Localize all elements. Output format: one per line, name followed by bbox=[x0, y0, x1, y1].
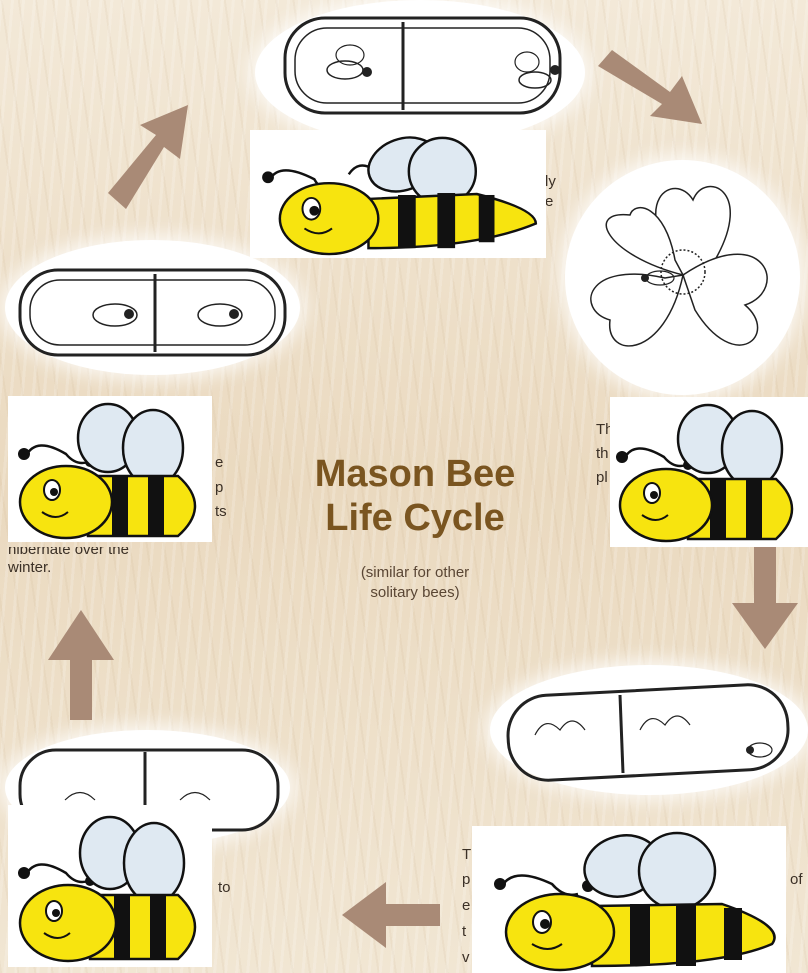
text-fragment: th bbox=[596, 444, 609, 464]
nest-tube-cocoons-icon bbox=[5, 240, 300, 375]
nest-tube-egg-laying-icon bbox=[490, 665, 808, 795]
text-fragment: ly bbox=[545, 172, 556, 192]
cycle-arrow-right-down bbox=[730, 545, 800, 650]
cartoon-bee-icon bbox=[8, 396, 212, 542]
cartoon-bee-sticker-bottom-left bbox=[8, 805, 212, 967]
stage-nest-adults-oval bbox=[255, 0, 585, 145]
cycle-arrow-bottom-left bbox=[342, 880, 440, 948]
cartoon-bee-icon bbox=[8, 805, 212, 967]
text-fragment: p bbox=[462, 870, 470, 890]
text-fragment: e bbox=[215, 453, 223, 473]
text-fragment: p bbox=[215, 478, 223, 498]
title-line-2: Life Cycle bbox=[270, 496, 560, 540]
cycle-arrow-top-left bbox=[108, 105, 190, 210]
diagram-subtitle: (similar for other solitary bees) bbox=[300, 563, 530, 603]
stage-nest-egg-oval bbox=[490, 665, 808, 795]
subtitle-line-1: (similar for other bbox=[300, 563, 530, 583]
stage-flower-oval bbox=[565, 160, 800, 395]
text-fragment: e bbox=[545, 192, 553, 212]
subtitle-line-2: solitary bees) bbox=[300, 583, 530, 603]
text-fragment: e bbox=[462, 896, 470, 916]
cycle-arrow-top-right bbox=[598, 48, 708, 126]
text-fragment: ts bbox=[215, 502, 227, 522]
cycle-arrow-left-up bbox=[48, 610, 114, 720]
title-line-1: Mason Bee bbox=[270, 452, 560, 496]
cartoon-bee-sticker-top bbox=[250, 130, 546, 258]
flower-pollination-icon bbox=[565, 160, 800, 395]
diagram-title: Mason Bee Life Cycle bbox=[270, 452, 560, 540]
text-fragment: winter. bbox=[8, 558, 51, 578]
text-fragment: of bbox=[790, 870, 803, 890]
text-fragment: T bbox=[462, 845, 471, 865]
nest-tube-adults-emerging-icon bbox=[255, 0, 585, 145]
cartoon-bee-icon bbox=[250, 130, 546, 258]
cartoon-bee-icon bbox=[472, 826, 786, 973]
cartoon-bee-sticker-right bbox=[610, 397, 808, 547]
text-fragment: pl bbox=[596, 468, 608, 488]
text-fragment: v bbox=[462, 948, 470, 968]
text-fragment: t bbox=[462, 922, 466, 942]
text-fragment: to bbox=[218, 878, 231, 898]
cartoon-bee-sticker-left bbox=[8, 396, 212, 542]
cartoon-bee-icon bbox=[610, 397, 808, 547]
stage-nest-cocoons-oval bbox=[5, 240, 300, 375]
cartoon-bee-sticker-bottom-right bbox=[472, 826, 786, 973]
